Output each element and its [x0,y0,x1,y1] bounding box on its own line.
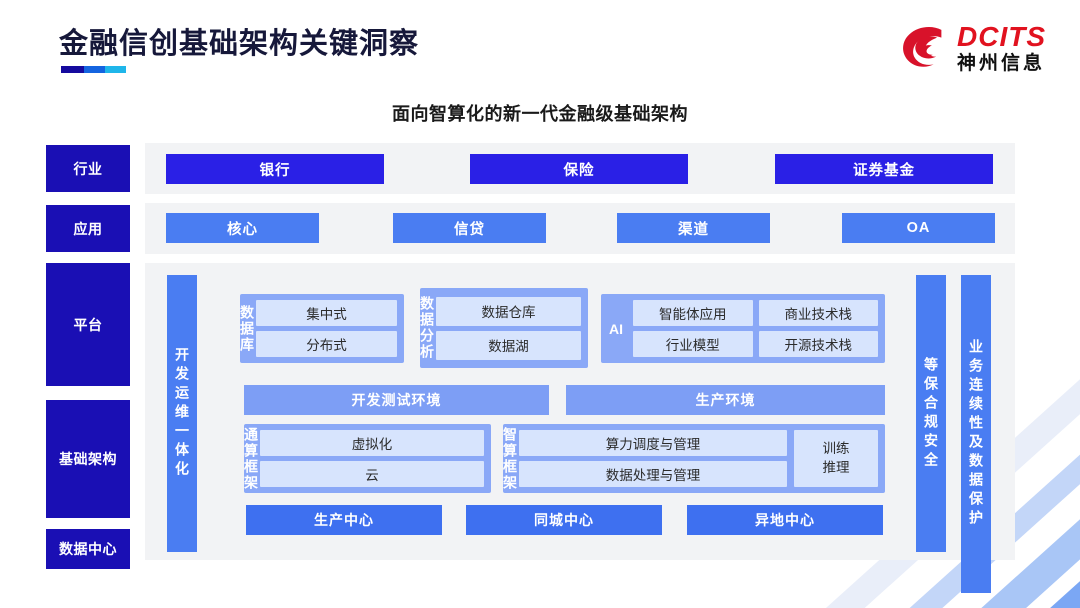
cell-data-processing[interactable]: 数据处理与管理 [519,461,787,487]
diagram-subtitle: 面向智算化的新一代金融级基础架构 [392,104,688,124]
rail-item-application[interactable]: 应用 [46,205,130,252]
cell-industry-model[interactable]: 行业模型 [633,331,753,357]
rule-segment-blue [84,66,105,73]
page-title: 金融信创基础架构关键洞察 [59,28,420,60]
data-center-remote[interactable]: 异地中心 [687,505,883,535]
cell-virtualization[interactable]: 虚拟化 [260,430,484,456]
environment-production[interactable]: 生产环境 [566,385,885,415]
intelligent-compute-side: 训练 推理 [794,430,878,487]
cell-train-label: 训练 [822,441,850,457]
title-rule-bar [61,66,126,73]
rail-item-industry[interactable]: 行业 [46,145,130,192]
cell-centralized[interactable]: 集中式 [256,300,397,326]
rail-item-platform[interactable]: 平台 [46,263,130,386]
cell-data-warehouse[interactable]: 数据仓库 [436,296,581,326]
group-label-database: 数据库 [239,304,255,353]
side-bar-business-continuity[interactable]: 业务连续性及数据保护 [961,275,991,593]
application-item-core[interactable]: 核心 [166,213,319,243]
group-label-data-analytics: 数据分析 [419,296,435,360]
rail-item-infrastructure[interactable]: 基础架构 [46,400,130,518]
platform-group-database[interactable]: 数据库 集中式 分布式 [239,294,404,363]
logo-en-text: DCITS [957,21,1046,52]
logo-wordmark: DCITS 神州信息 [957,21,1046,74]
cell-data-lake[interactable]: 数据湖 [436,330,581,360]
logo-cn-text: 神州信息 [957,53,1046,74]
platform-group-ai[interactable]: AI 智能体应用 行业模型 商业技术栈 开源技术栈 [601,294,885,363]
rule-segment-cyan [105,66,126,73]
industry-item-securities-fund[interactable]: 证券基金 [775,154,993,184]
ai-column-left: 智能体应用 行业模型 [633,300,753,357]
cell-train-inference[interactable]: 训练 推理 [794,430,878,487]
industry-item-insurance[interactable]: 保险 [470,154,688,184]
cell-open-source-tech-stack[interactable]: 开源技术栈 [758,331,878,357]
infra-group-intelligent-compute[interactable]: 智算框架 算力调度与管理 数据处理与管理 训练 推理 [502,424,885,493]
group-body-general-compute: 虚拟化 云 [258,424,491,493]
cell-cloud[interactable]: 云 [260,461,484,487]
group-body-ai: 智能体应用 行业模型 商业技术栈 开源技术栈 [631,294,885,363]
ai-column-right: 商业技术栈 开源技术栈 [758,300,878,357]
group-label-intelligent-compute: 智算框架 [502,426,518,491]
cell-compute-scheduling[interactable]: 算力调度与管理 [519,430,787,456]
group-body-data-analytics: 数据仓库 数据湖 [434,288,588,368]
side-bar-devops[interactable]: 开发运维一体化 [167,275,197,552]
environment-dev-test[interactable]: 开发测试环境 [244,385,549,415]
rule-segment-navy [61,66,84,73]
group-label-general-compute: 通算框架 [243,426,259,491]
slide-header: 金融信创基础架构关键洞察 DCITS 神州信息 [0,0,1080,92]
rail-item-data-center[interactable]: 数据中心 [46,529,130,569]
cell-distributed[interactable]: 分布式 [256,331,397,357]
cell-inference-label: 推理 [822,459,850,475]
platform-group-data-analytics[interactable]: 数据分析 数据仓库 数据湖 [419,288,588,368]
cell-agent-application[interactable]: 智能体应用 [633,300,753,326]
intelligent-compute-column: 算力调度与管理 数据处理与管理 [519,430,787,487]
application-item-credit[interactable]: 信贷 [393,213,546,243]
data-center-production[interactable]: 生产中心 [246,505,442,535]
group-body-intelligent-compute: 算力调度与管理 数据处理与管理 训练 推理 [517,424,885,493]
dcits-swirl-icon [903,26,942,67]
infra-group-general-compute[interactable]: 通算框架 虚拟化 云 [243,424,491,493]
application-item-oa[interactable]: OA [842,213,995,243]
data-center-metro[interactable]: 同城中心 [466,505,662,535]
brand-logo: DCITS 神州信息 [899,20,1046,76]
group-label-ai: AI [609,320,623,337]
industry-item-bank[interactable]: 银行 [166,154,384,184]
group-body-database: 集中式 分布式 [254,294,404,363]
cell-commercial-tech-stack[interactable]: 商业技术栈 [758,300,878,326]
side-bar-security-compliance[interactable]: 等保合规安全 [916,275,946,552]
application-item-channel[interactable]: 渠道 [617,213,770,243]
